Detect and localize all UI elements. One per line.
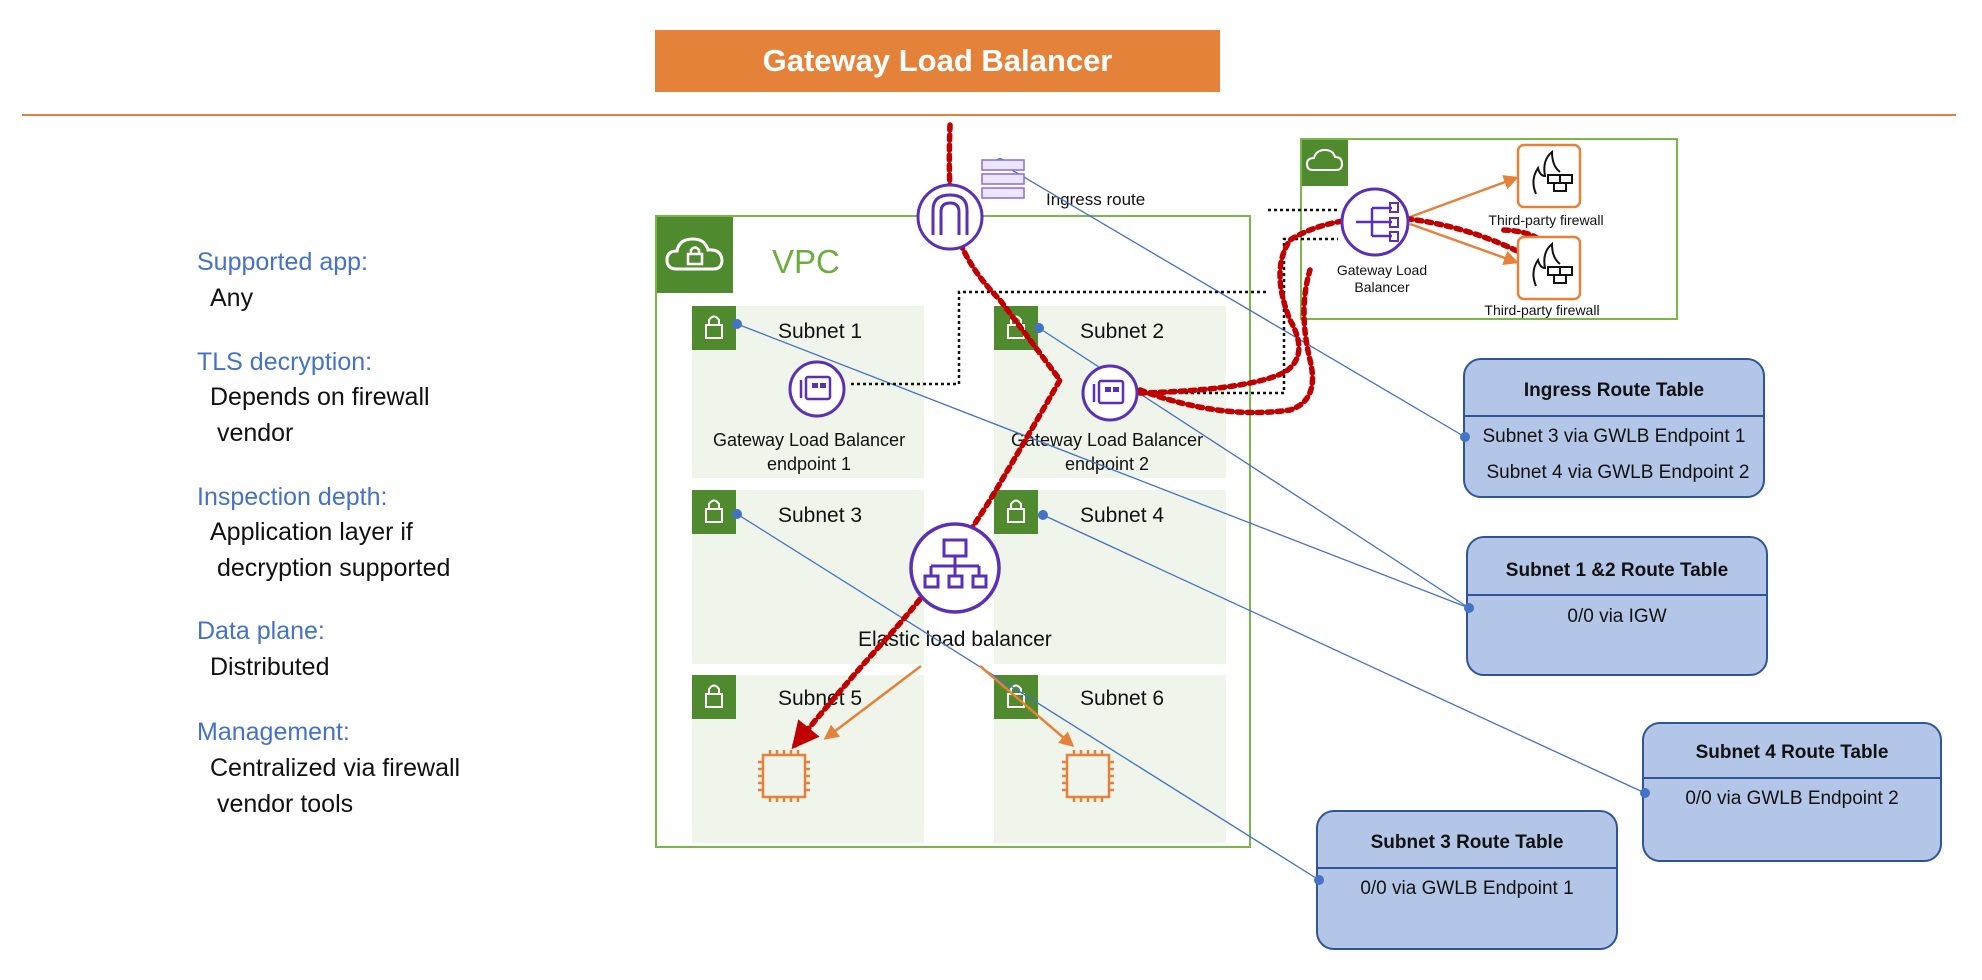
attr-value-management: Centralized via firewall vendor tools [210, 754, 461, 818]
firewall-arrow-2 [1409, 222, 1519, 266]
firewall-arrow-1 [1409, 175, 1519, 219]
subnet-1-label: Subnet 1 [778, 320, 863, 343]
attr-value-tls-decryption: Depends on firewall vendor [210, 383, 430, 447]
elastic-load-balancer-icon [909, 522, 1001, 614]
attr-label-inspection-depth: Inspection depth: [197, 483, 388, 511]
firewall-icon-2 [1516, 235, 1582, 301]
firewall-icon-1 [1516, 143, 1582, 209]
gwlb-endpoint-1-icon [788, 360, 846, 418]
cloud-lock-icon [665, 237, 724, 271]
assoc-dot [1314, 875, 1324, 885]
attr-label-data-plane: Data plane: [197, 617, 325, 645]
vpc-cloud-badge [657, 217, 733, 293]
subnet-4-label: Subnet 4 [1080, 504, 1165, 527]
assoc-line-subnet1 [736, 323, 1470, 609]
subnet12-route-table-divider [1468, 594, 1766, 596]
firewall-2-label: Third-party firewall [1484, 302, 1600, 318]
lock-glyph-5 [705, 684, 723, 708]
lock-glyph-6 [1007, 684, 1025, 708]
assoc-line-ingress [999, 162, 1466, 438]
attr-value-data-plane: Distributed [210, 653, 330, 681]
gwlb-endpoint-1-label: Gateway Load Balancer endpoint 1 [712, 430, 906, 474]
subnet12-route-table-title: Subnet 1 &2 Route Table [1505, 560, 1729, 581]
gateway-load-balancer-icon [1340, 187, 1410, 257]
ingress-route-table: Ingress Route Table Subnet 3 via GWLB En… [1463, 358, 1765, 498]
assoc-dot [1460, 432, 1470, 442]
traffic-path-return [1137, 267, 1316, 416]
subnet3-route-table-row-1: 0/0 via GWLB Endpoint 1 [1360, 878, 1574, 899]
ingress-route-table-row-2: Subnet 4 via GWLB Endpoint 2 [1486, 462, 1750, 483]
vpc-label: VPC [772, 243, 840, 280]
subnet4-route-table-divider [1644, 777, 1940, 779]
gwlb-vpc-cloud-glyph [1305, 148, 1344, 171]
ec2-instance-icon-subnet6 [1062, 750, 1114, 802]
firewall-1-label: Third-party firewall [1488, 212, 1604, 228]
gwlb-endpoint-2-label: Gateway Load Balancer endpoint 2 [1010, 430, 1204, 474]
subnet3-route-table-title: Subnet 3 Route Table [1370, 832, 1564, 853]
elb-arrow-left [823, 665, 922, 740]
assoc-dot [732, 319, 742, 329]
subnet-3-label: Subnet 3 [778, 504, 863, 527]
subnet-4-lock-icon [994, 490, 1038, 534]
subnet3-route-table: Subnet 3 Route Table 0/0 via GWLB Endpoi… [1316, 810, 1618, 950]
subnet4-route-table-title: Subnet 4 Route Table [1695, 742, 1889, 763]
lock-glyph-1 [705, 315, 723, 339]
gwlb-endpoint-2-icon [1081, 364, 1139, 422]
attr-label-tls-decryption: TLS decryption: [197, 348, 373, 376]
ec2-instance-icon-subnet5 [758, 750, 810, 802]
assoc-dot [1640, 788, 1650, 798]
attr-label-supported-app: Supported app: [197, 248, 368, 276]
geneve-link-endpoint2 [1143, 237, 1338, 395]
lock-glyph-3 [705, 499, 723, 523]
subnet4-route-table: Subnet 4 Route Table 0/0 via GWLB Endpoi… [1642, 722, 1942, 862]
assoc-line-subnet4 [1042, 514, 1646, 794]
traffic-path-firewall-loop [1137, 214, 1559, 396]
gwlb-vpc-container [1300, 138, 1678, 320]
gwlb-vpc-cloud-badge [1302, 140, 1348, 186]
subnet-5-lock-icon [692, 675, 736, 719]
assoc-dot [732, 509, 742, 519]
subnet3-route-table-divider [1318, 867, 1616, 869]
lock-glyph-4 [1007, 499, 1025, 523]
subnet12-route-table: Subnet 1 &2 Route Table 0/0 via IGW [1466, 536, 1768, 676]
ingress-route-table-title: Ingress Route Table [1523, 380, 1705, 401]
attr-value-inspection-depth: Application layer if decryption supporte… [210, 518, 451, 582]
assoc-dot [1464, 603, 1474, 613]
subnet12-route-table-row-1: 0/0 via IGW [1567, 606, 1667, 627]
title-divider [22, 114, 1956, 116]
elb-label: Elastic load balancer [858, 628, 1052, 651]
route-table-icon [981, 159, 1025, 199]
ingress-route-table-divider [1465, 415, 1763, 417]
assoc-line-subnet3 [736, 513, 1320, 881]
subnet-3-lock-icon [692, 490, 736, 534]
subnet-6-label: Subnet 6 [1080, 687, 1165, 710]
geneve-link-endpoint1 [851, 290, 1268, 386]
internet-gateway-icon [916, 183, 984, 251]
ingress-route-table-row-1: Subnet 3 via GWLB Endpoint 1 [1482, 426, 1746, 447]
subnet-1-lock-icon [692, 306, 736, 350]
attr-label-management: Management: [197, 718, 350, 746]
slide-title: Gateway Load Balancer [655, 30, 1220, 92]
assoc-dot [1038, 510, 1048, 520]
subnet-2-label: Subnet 2 [1080, 320, 1165, 343]
attr-value-supported-app: Any [210, 284, 254, 312]
assoc-dot [1034, 323, 1044, 333]
gwlb-label: Gateway Load Balancer [1336, 262, 1428, 295]
elb-arrow-right [979, 665, 1075, 747]
subnet4-route-table-row-1: 0/0 via GWLB Endpoint 2 [1685, 788, 1899, 809]
